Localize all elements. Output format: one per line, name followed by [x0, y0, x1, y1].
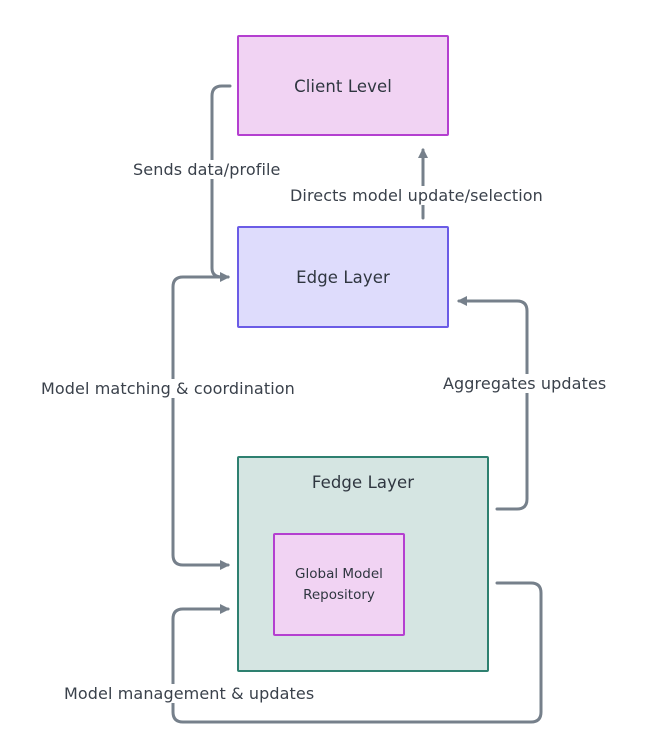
fedge-layer-label: Fedge Layer	[311, 473, 415, 492]
global-model-repository-node: Global Model Repository	[273, 533, 405, 636]
edge-layer-label: Edge Layer	[296, 268, 390, 287]
edge-client-to-edge	[210, 84, 232, 282]
edge-fedge-self-loop	[171, 581, 543, 724]
edge-label-model-management: Model management & updates	[62, 684, 317, 703]
edge-fedge-to-edge	[457, 296, 529, 511]
edge-label-aggregates-updates: Aggregates updates	[441, 374, 609, 393]
edge-edge-to-fedge	[171, 275, 230, 570]
edge-label-model-matching: Model matching & coordination	[39, 379, 297, 398]
client-level-node: Client Level	[237, 35, 449, 136]
global-model-repository-label: Global Model Repository	[295, 565, 383, 603]
fedge-layer-node: Fedge Layer Global Model Repository	[237, 456, 489, 672]
edge-label-directs-model-update: Directs model update/selection	[288, 186, 545, 205]
edge-label-sends-data-profile: Sends data/profile	[131, 160, 283, 179]
client-level-label: Client Level	[294, 77, 392, 96]
edge-layer-node: Edge Layer	[237, 226, 449, 328]
